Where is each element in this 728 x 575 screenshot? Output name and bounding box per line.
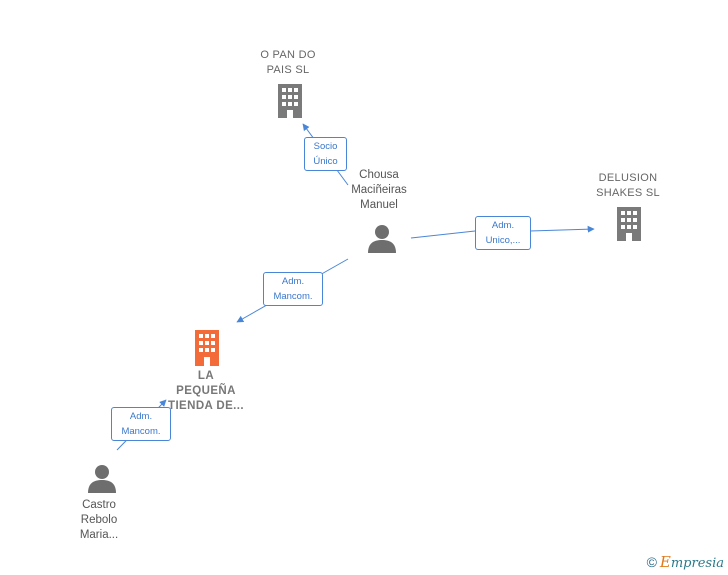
node-o-pan-do-pais[interactable]: O PAN DO PAIS SL <box>248 48 328 78</box>
building-icon[interactable] <box>614 207 644 241</box>
edge-label-socio-unico[interactable]: Socio Único <box>304 137 347 171</box>
edge-label-line-2: Mancom. <box>121 426 161 437</box>
person-name-line-1: Castro <box>82 499 116 511</box>
company-name-line-1: O PAN DO <box>260 49 316 61</box>
node-la-pequena-tienda[interactable]: LA PEQUEÑA TIENDA DE... <box>160 369 252 414</box>
node-delusion-shakes[interactable]: DELUSION SHAKES SL <box>583 171 673 201</box>
company-name-line-2: PAIS SL <box>266 64 310 76</box>
edge-label-line-1: Socio <box>313 141 338 152</box>
node-chousa-macineiras-manuel[interactable]: Chousa Maciñeiras Manuel <box>334 168 424 213</box>
person-name-line-2: Maciñeiras <box>351 184 407 196</box>
person-icon[interactable] <box>87 463 117 493</box>
brand-logo: Empresia <box>660 553 724 571</box>
company-name-line-1: DELUSION <box>598 172 658 184</box>
brand-rest: mpresia <box>670 556 724 571</box>
person-name-line-3: Manuel <box>360 199 398 211</box>
person-name-line-3: Maria... <box>79 529 119 541</box>
person-name-line-1: Chousa <box>359 169 399 181</box>
footer-brand[interactable]: © Empresia <box>647 553 724 571</box>
edge-label-line-1: Adm. <box>129 411 153 422</box>
edge-label-adm-mancom-chousa[interactable]: Adm. Mancom. <box>263 272 323 306</box>
edge-label-line-2: Mancom. <box>273 291 313 302</box>
node-castro-rebolo-maria[interactable]: Castro Rebolo Maria... <box>59 498 139 543</box>
person-name-line-2: Rebolo <box>80 514 118 526</box>
edge-label-adm-unico[interactable]: Adm. Unico,... <box>475 216 531 250</box>
edge-label-line-1: Adm. <box>281 276 305 287</box>
edge-label-line-2: Unico,... <box>485 235 521 246</box>
company-name-line-3: TIENDA DE... <box>168 400 244 412</box>
edge-label-adm-mancom-castro[interactable]: Adm. Mancom. <box>111 407 171 441</box>
edge-label-line-2: Único <box>313 156 338 167</box>
building-icon[interactable] <box>192 330 222 366</box>
company-name-line-1: LA <box>197 370 215 382</box>
building-icon[interactable] <box>275 84 305 118</box>
copyright-icon: © <box>646 554 657 570</box>
edge-label-line-1: Adm. <box>491 220 515 231</box>
brand-first-letter: E <box>659 553 671 571</box>
person-icon[interactable] <box>367 223 397 253</box>
company-name-line-2: SHAKES SL <box>596 187 660 199</box>
company-name-line-2: PEQUEÑA <box>176 385 236 397</box>
